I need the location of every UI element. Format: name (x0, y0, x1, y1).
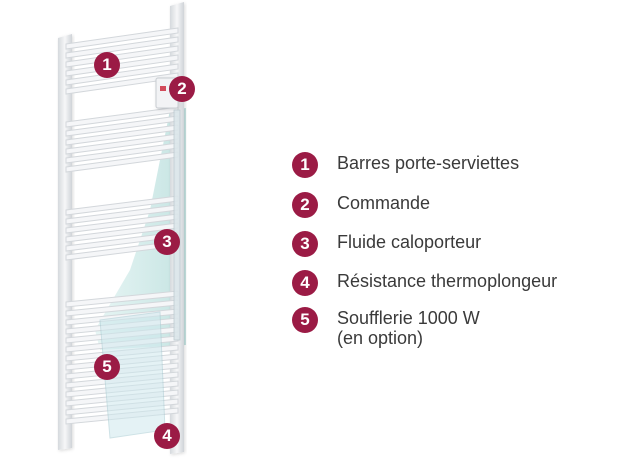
legend-label: Soufflerie 1000 W (en option) (337, 308, 480, 348)
towel-bars-group-middle-lower (65, 195, 179, 261)
heat-transfer-fluid (95, 108, 186, 350)
legend-label: Commande (337, 193, 431, 213)
legend-badge: 1 (292, 152, 318, 178)
callout-control: 2 (169, 76, 195, 102)
callout-resistance: 4 (154, 423, 180, 449)
legend-label: Barres porte-serviettes (337, 153, 520, 173)
legend-label-line2: (en option) (337, 328, 424, 348)
legend-badge: 2 (292, 192, 318, 218)
left-vertical-rail (58, 34, 72, 450)
callout-towel-bars: 1 (94, 52, 120, 78)
control-indicator-light (160, 86, 166, 91)
legend-badge: 4 (292, 270, 318, 296)
legend-label: Fluide caloporteur (337, 232, 482, 252)
callout-fluid: 3 (154, 229, 180, 255)
heating-element-tube (173, 109, 181, 341)
legend-label: Résistance thermoplongeur (337, 271, 558, 291)
legend-badge: 3 (292, 231, 318, 257)
callout-blower: 5 (94, 354, 120, 380)
legend-badge: 5 (292, 307, 318, 333)
towel-bars-group-middle-upper (65, 106, 179, 173)
towel-bars-group-top (65, 27, 179, 95)
legend-label-line1: Soufflerie 1000 W (337, 308, 480, 328)
